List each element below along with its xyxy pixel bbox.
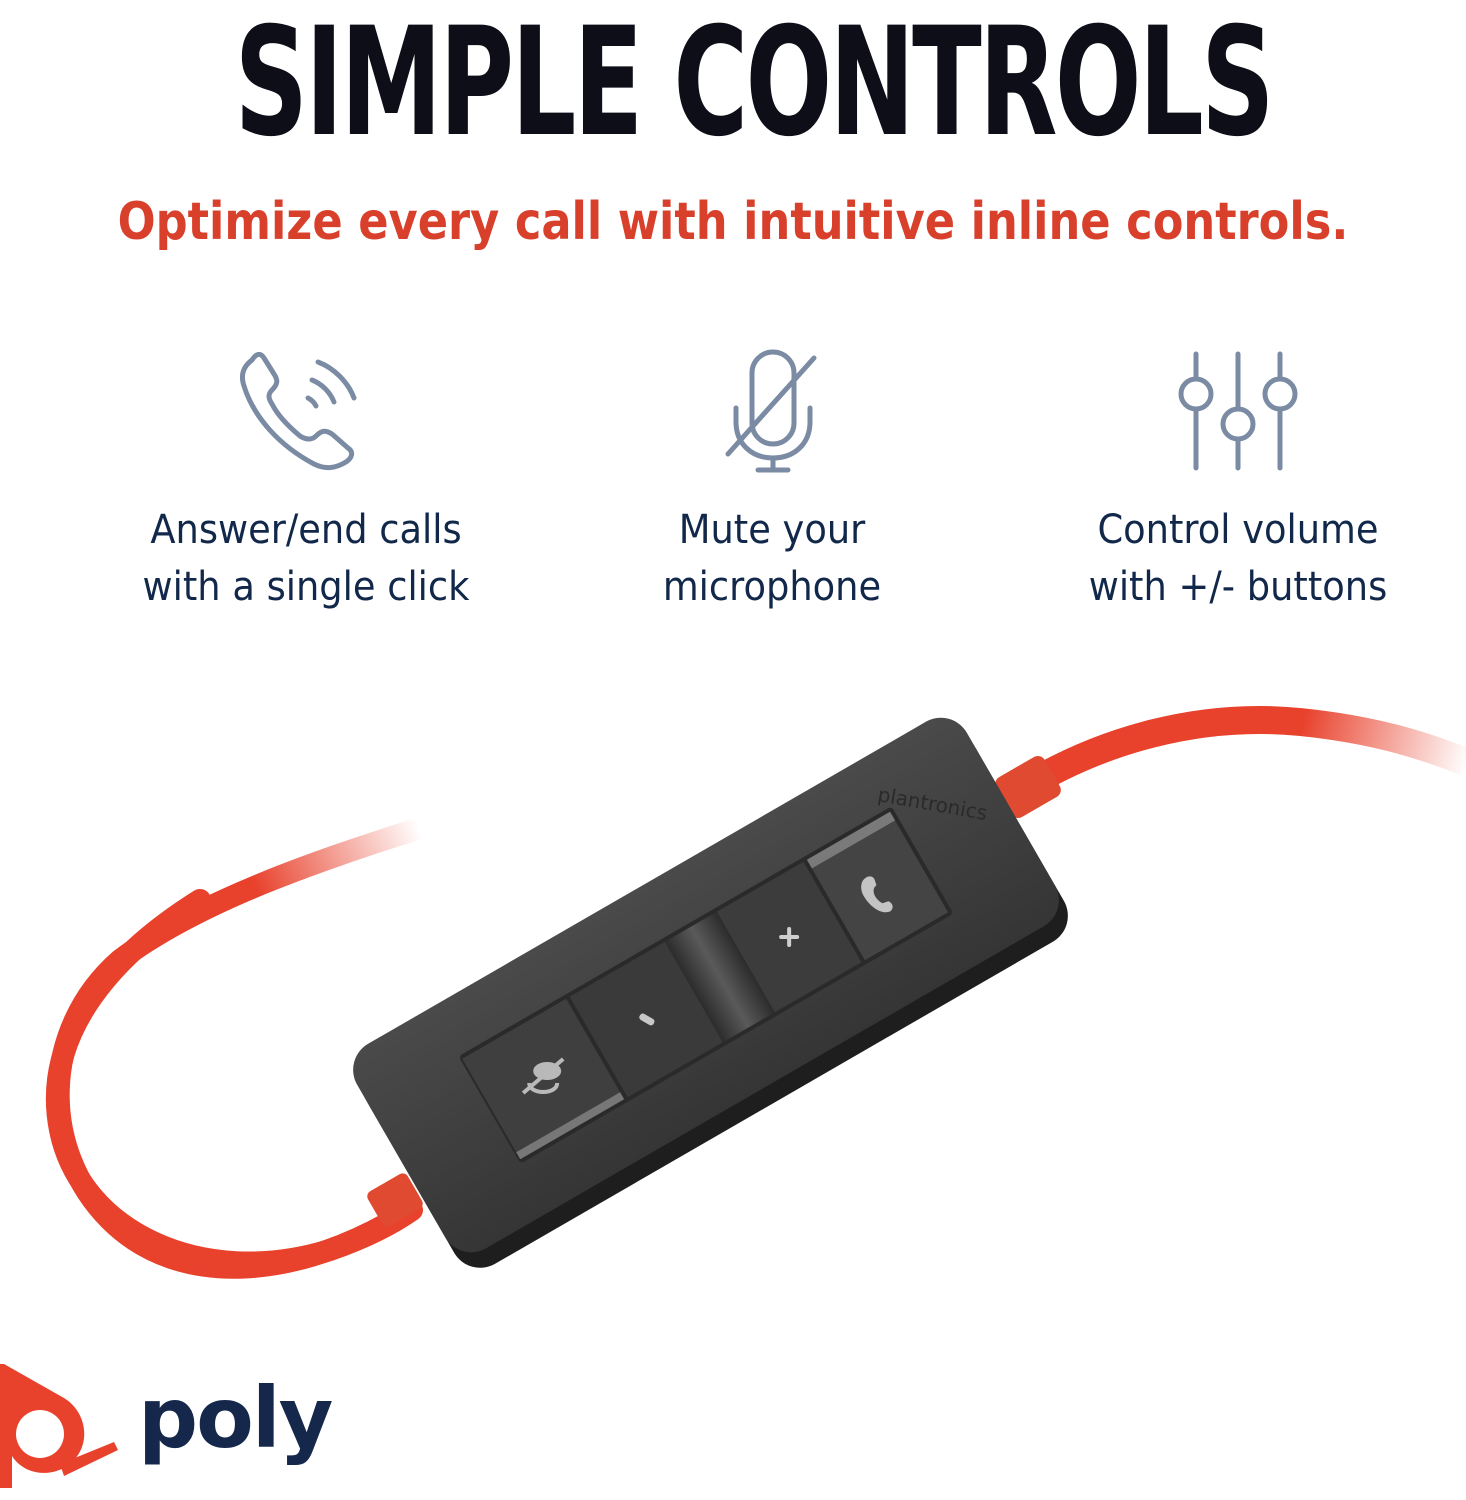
phone-call-icon (86, 340, 526, 480)
inline-remote-product-image: plantronics (0, 680, 1466, 1340)
microphone-mute-icon (552, 340, 992, 480)
feature-control-volume: Control volume with +/- buttons (1018, 340, 1458, 616)
poly-logo (0, 1360, 330, 1490)
sliders-icon (1018, 340, 1458, 480)
remote-call-button (806, 811, 949, 961)
poly-wordmark: poly (138, 1369, 333, 1467)
feature-answer-end-calls: Answer/end calls with a single click (86, 340, 526, 616)
feature-mute-microphone: Mute your microphone (552, 340, 992, 616)
poly-logo-mark-icon (0, 1364, 118, 1488)
page-title: SIMPLE CONTROLS (234, 0, 1275, 170)
remote-volume-down-button (569, 941, 723, 1098)
remote-mute-button (462, 998, 625, 1160)
page-subtitle: Optimize every call with intuitive inlin… (117, 192, 1349, 252)
feature-label: Control volume with +/- buttons (1088, 507, 1388, 610)
feature-label: Answer/end calls with a single click (142, 507, 470, 610)
remote-volume-up-button (716, 861, 862, 1013)
cable-right (1006, 706, 1466, 804)
feature-label: Mute your microphone (662, 507, 882, 610)
